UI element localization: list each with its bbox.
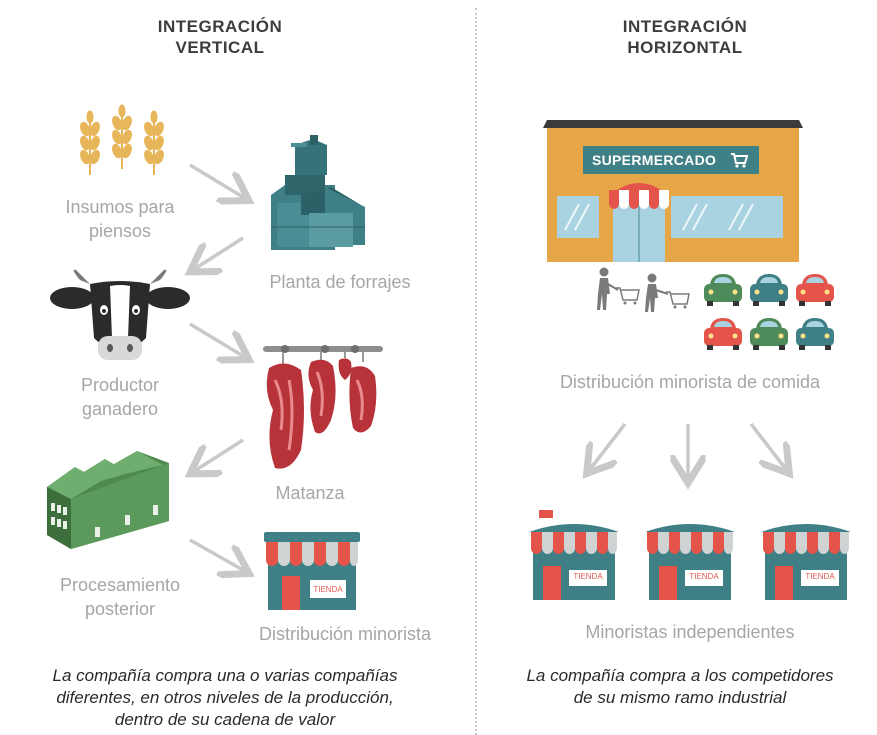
car-green-2 — [750, 318, 788, 350]
supermarket-icon — [543, 120, 803, 262]
label-distribucion: Distribución minorista — [258, 624, 432, 644]
car-red-2 — [704, 318, 742, 350]
meat-icon — [263, 345, 383, 469]
label-distribucion-comida: Distribución minorista de comida — [559, 372, 821, 392]
horizontal-title: INTEGRACIÓN HORIZONTAL — [585, 16, 785, 58]
label-productor-line2: ganadero — [81, 399, 159, 419]
arrow-productor-matanza — [189, 322, 243, 356]
horizontal-caption-line1: La compañía compra a los competidores — [526, 666, 834, 685]
vertical-caption-line1: La compañía compra una o varias compañía… — [52, 666, 398, 685]
store-icon-2 — [645, 524, 735, 600]
arrows-horizontal — [475, 422, 875, 735]
arrow-planta-productor — [196, 236, 244, 268]
horizontal-caption: La compañía compra a los competidores de… — [490, 665, 870, 709]
label-procesamiento-line2: posterior — [84, 599, 156, 619]
vertical-caption-line2: diferentes, en otros niveles de la produ… — [56, 688, 394, 707]
vertical-title-line1: INTEGRACIÓN — [157, 17, 283, 36]
horizontal-title-line1: INTEGRACIÓN — [622, 17, 748, 36]
label-procesamiento: Procesamiento posterior — [30, 573, 210, 621]
cars-icon — [704, 274, 834, 350]
factory-icon — [47, 451, 169, 549]
vertical-caption: La compañía compra una o varias compañía… — [0, 665, 450, 731]
vertical-title-line2: VERTICAL — [175, 38, 265, 57]
store-sign-2: TIENDA — [689, 572, 719, 581]
arrows-vertical — [0, 163, 475, 735]
cart-icon — [731, 153, 749, 168]
label-productor-line1: Productor — [80, 375, 160, 395]
vertical-caption-line3: dentro de su cadena de valor — [114, 710, 336, 729]
car-teal-1 — [750, 274, 788, 306]
arrow-right — [749, 422, 785, 468]
store-sign-1: TIENDA — [573, 572, 603, 581]
arrow-left — [591, 422, 627, 468]
label-minoristas: Minoristas independientes — [585, 622, 795, 642]
store-icon-3 — [761, 524, 851, 600]
car-green-1 — [704, 274, 742, 306]
wheat-icon — [80, 104, 164, 175]
feed-plant-icon — [271, 135, 365, 250]
store-icon-1 — [529, 510, 619, 600]
car-teal-2 — [796, 318, 834, 350]
horizontal-caption-line2: de su mismo ramo industrial — [573, 688, 787, 707]
label-productor: Productor ganadero — [40, 373, 200, 421]
store-icon — [264, 532, 360, 610]
arrow-procesamiento-distribucion — [189, 538, 243, 570]
store-sign-3: TIENDA — [805, 572, 835, 581]
car-red-1 — [796, 274, 834, 306]
label-matanza: Matanza — [275, 483, 345, 503]
center-divider — [475, 8, 477, 735]
label-insumos-line2: piensos — [88, 221, 152, 241]
store-sign: TIENDA — [313, 585, 343, 594]
arrow-insumos-planta — [189, 163, 243, 197]
shoppers-icon — [597, 267, 690, 312]
vertical-title: INTEGRACIÓN VERTICAL — [120, 16, 320, 58]
arrow-matanza-procesamiento — [196, 438, 244, 470]
horizontal-title-line2: HORIZONTAL — [627, 38, 743, 57]
label-planta: Planta de forrajes — [269, 272, 411, 292]
cow-icon — [50, 269, 190, 360]
supermarket-sign: SUPERMERCADO — [592, 152, 717, 168]
label-procesamiento-line1: Procesamiento — [59, 575, 181, 595]
label-insumos: Insumos para piensos — [40, 195, 200, 243]
label-insumos-line1: Insumos para — [65, 197, 175, 217]
